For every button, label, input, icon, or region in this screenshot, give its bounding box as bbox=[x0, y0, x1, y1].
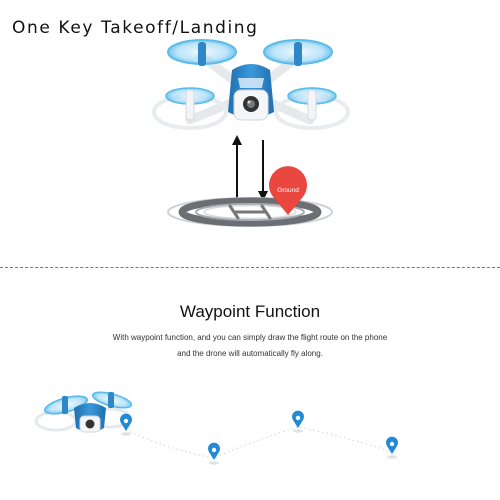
drone-image-bottom bbox=[34, 391, 133, 433]
propeller-rear-right bbox=[263, 39, 333, 66]
ground-marker-label: Ground bbox=[277, 187, 299, 194]
waypoint-description-line-1: With waypoint function, and you can simp… bbox=[112, 333, 388, 342]
waypoint-function-title: Waypoint Function bbox=[179, 302, 321, 321]
takeoff-landing-title: One Key Takeoff/Landing bbox=[12, 18, 259, 38]
waypoint-pin-4 bbox=[386, 436, 398, 459]
drone-image-top bbox=[152, 39, 350, 130]
section-divider bbox=[0, 267, 500, 268]
propeller-front-left bbox=[165, 87, 215, 121]
waypoint-pin-2 bbox=[208, 442, 220, 465]
waypoint-description-line-2: and the drone will automatically fly alo… bbox=[177, 349, 323, 358]
waypoint-pin-1 bbox=[120, 413, 132, 436]
ground-marker-icon: Ground bbox=[269, 166, 307, 215]
landing-pad bbox=[167, 197, 333, 227]
propeller-rear-left bbox=[167, 39, 237, 66]
waypoint-pin-3 bbox=[292, 410, 304, 433]
flight-route-line bbox=[125, 426, 393, 459]
propeller-front-right bbox=[287, 87, 337, 121]
